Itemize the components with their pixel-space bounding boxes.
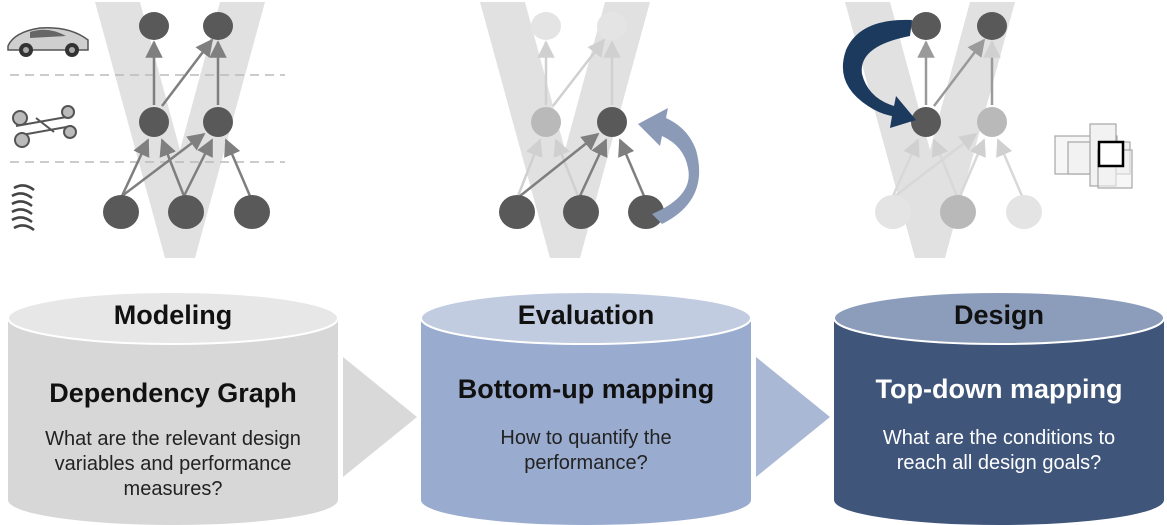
graph-node [139,107,169,137]
process-chevron [343,357,417,477]
modeling-graph [7,2,285,258]
graph-edge [552,38,606,107]
graph-edge [516,138,543,197]
car-icon [7,27,89,57]
panel-heading-evaluation: Bottom-up mapping [457,374,715,404]
panel-title-modeling: Modeling [113,300,233,330]
evaluation-graph [480,2,700,258]
cylinder-evaluation [420,291,752,525]
graph-edge [996,138,1024,197]
graph-edge [578,138,608,197]
process-chevron [756,357,830,477]
graph-node [977,12,1007,40]
graph-edge [894,132,978,197]
graph-node [597,12,627,40]
graph-node [203,107,233,137]
cylinder-modeling [7,291,339,525]
graph-node [234,195,270,229]
overlapping-boxes-icon [1054,123,1133,189]
graph-edge [519,132,600,197]
graph-edge [182,138,214,197]
graph-node [940,195,976,229]
graph-node [1006,195,1042,229]
graph-node [977,107,1007,137]
graph-node [499,195,535,229]
graph-node [531,107,561,137]
graph-edge [159,138,186,197]
graph-node [911,107,941,137]
graph-edge [931,138,959,197]
graph-node [168,195,204,229]
panel-title-design: Design [953,300,1045,330]
panel-title-evaluation: Evaluation [517,300,655,330]
cylinder-design [833,291,1165,525]
chassis-icon [12,105,77,148]
graph-node [563,195,599,229]
graph-node [875,195,911,229]
graph-edge [121,132,206,197]
graph-edge [958,138,986,197]
graph-edge [161,38,214,107]
panel-heading-design: Top-down mapping [875,374,1123,404]
graph-node [597,107,627,137]
graph-edge [120,138,150,197]
panel-question-modeling: What are the relevant design variables a… [45,428,301,500]
graph-edge [224,138,252,197]
graph-edge [933,38,986,107]
graph-node [139,12,169,40]
panel-question-evaluation: How to quantify the performance? [500,427,672,474]
graph-node [911,12,941,40]
graph-edge [553,138,580,197]
graph-edge [618,138,646,197]
graph-node [203,12,233,40]
spring-icon [11,184,35,232]
v-shape [480,2,650,258]
panel-heading-modeling: Dependency Graph [49,378,297,408]
graph-edge [891,138,920,197]
graph-node [628,195,664,229]
design-graph [842,2,1133,258]
graph-node [103,195,139,229]
curved-down-arrow-icon [842,19,916,128]
curved-up-arrow-icon [638,108,700,224]
graph-node [531,12,561,40]
v-shape [845,2,1015,258]
v-shape [95,2,265,258]
panel-question-design: What are the conditions to reach all des… [882,427,1116,474]
